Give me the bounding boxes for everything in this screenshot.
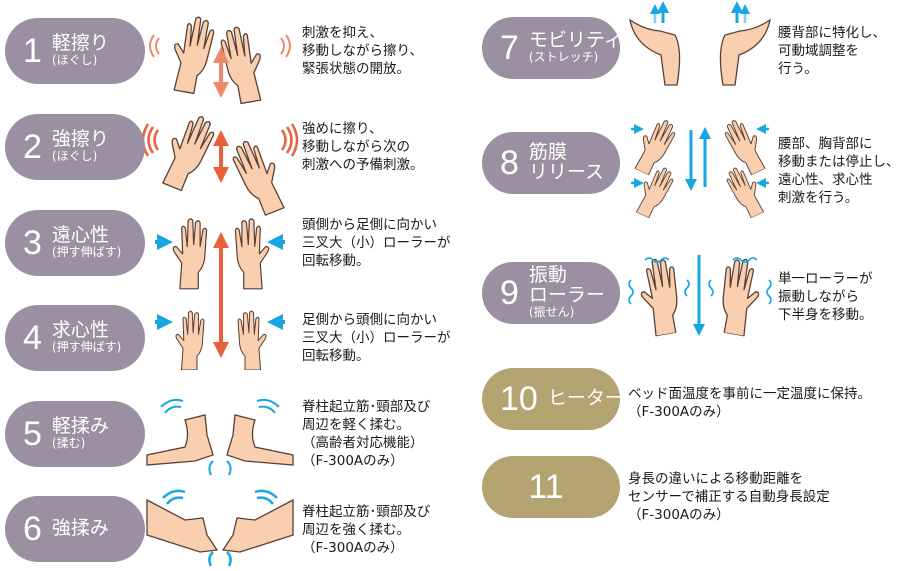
function-number: 11 [528,467,564,506]
function-description-8: 腰部、胸背部に 移動または停止し、 遠心性、求心性 刺激を行う。 [778,136,900,206]
function-description-9: 単一ローラーが 振動しながら 下半身を移動。 [778,271,873,323]
function-badge-11: 11 [482,456,620,518]
function-badge-5: 5 軽揉み(揉む) [5,401,145,467]
function-name: 強擦り [51,128,109,151]
function-description-2: 強めに擦り、 移動しながら次の 刺激への予備刺激。 [302,121,424,173]
vibration-roller-illustration [628,255,772,339]
light-knead-illustration [146,398,294,476]
function-description-6: 脊柱起立筋･頸部及び 周辺を強く揉む。 （F-300Aのみ） [302,504,431,556]
function-description-3: 頭側から足側に向かい 三叉大（小）ローラーが 回転移動。 [302,217,451,269]
function-name: 軽擦り [51,32,109,55]
function-number: 4 [23,318,42,357]
function-description-4: 足側から頭側に向かい 三叉大（小）ローラーが 回転移動。 [302,312,451,364]
function-description-10: ベッド面温度を事前に一定温度に保持。 （F-300Aのみ） [628,386,871,420]
function-badge-7: 7 モビリティ(ストレッチ) [482,17,623,79]
function-subname: (揉む) [51,436,86,451]
function-number: 9 [500,273,519,312]
function-subname: (ストレッチ) [528,50,599,65]
function-name: 遠心性 [51,224,109,247]
function-subname: (振せん) [528,305,575,320]
function-number: 2 [23,127,42,166]
function-subname: (押す伸ばす) [51,245,122,260]
function-badge-3: 3 遠心性(押す伸ばす) [5,210,145,276]
function-number: 10 [500,379,538,418]
centrifugal-centripetal-illustration [155,218,285,370]
function-number: 1 [23,31,42,70]
function-subname: (ほぐし) [51,53,98,68]
function-badge-4: 4 求心性(押す伸ばす) [5,305,145,371]
function-description-11: 身長の違いによる移動距離を センサーで補正する自動身長設定 （F-300Aのみ） [628,471,830,523]
function-name: 強揉み [51,517,109,540]
function-number: 7 [500,28,519,67]
fascia-release-illustration [629,114,771,222]
function-badge-6: 6 強揉み [5,496,145,562]
function-name: 求心性 [51,319,109,342]
strong-knead-illustration [146,489,294,567]
function-description-5: 脊柱起立筋･頸部及び 周辺を軽く揉む。 （高齢者対応機能） （F-300Aのみ） [302,399,431,469]
function-name: 筋膜 リリース [528,141,604,183]
function-badge-2: 2 強擦り(ほぐし) [5,114,145,180]
function-name: モビリティ [528,29,623,52]
function-number: 3 [23,223,42,262]
function-badge-10: 10 ヒーター [482,368,624,430]
function-description-1: 刺激を抑え、 移動しながら擦り、 緊張状態の開放。 [302,25,423,77]
function-name: 軽揉み [51,415,109,438]
function-description-7: 腰背部に特化し、 可動域調整を 行う。 [778,25,886,77]
function-name: 振動 ローラー [528,264,605,307]
function-subname: (ほぐし) [51,149,98,164]
function-number: 8 [500,143,519,182]
function-subname: (押す伸ばす) [51,340,122,355]
strong-rub-illustration [141,109,299,220]
function-badge-1: 1 軽擦り(ほぐし) [5,18,145,84]
function-name: ヒーター [547,387,624,410]
mobility-illustration [629,0,771,86]
function-number: 6 [23,509,42,548]
light-rub-illustration [149,13,291,106]
function-number: 5 [23,414,42,453]
